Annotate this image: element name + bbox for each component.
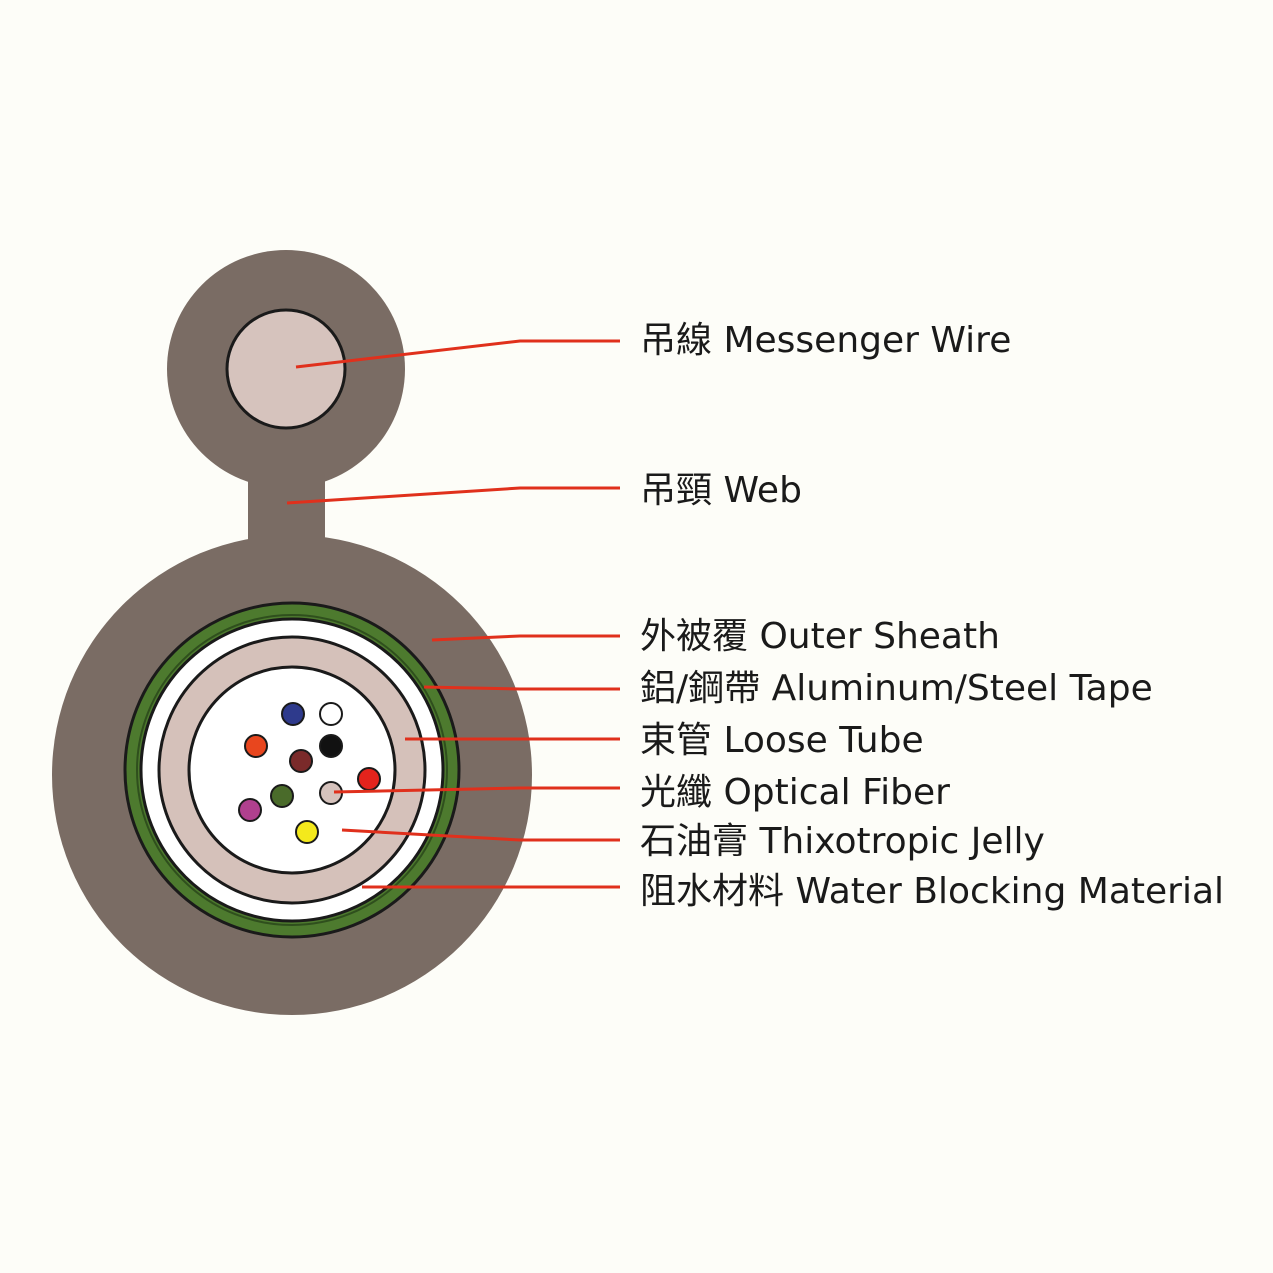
messenger-wire [225, 308, 347, 430]
fiber-blue [281, 702, 305, 726]
leader-line-jelly [341, 828, 620, 842]
label-tape: 鋁/鋼帶 Aluminum/Steel Tape [640, 668, 1153, 709]
fiber-yellow [295, 820, 319, 844]
labels: 吊線 Messenger Wire 吊頸 Web 外被覆 Outer Sheat… [640, 320, 1224, 912]
leader-lines [286, 339, 620, 889]
fiber-green [270, 784, 294, 808]
fiber-orange [244, 734, 268, 758]
label-jelly: 石油膏 Thixotropic Jelly [640, 821, 1045, 862]
leader-line-messenger-wire [295, 339, 620, 369]
fiber-red [357, 767, 381, 791]
leader-line-web [286, 486, 620, 505]
label-web: 吊頸 Web [640, 470, 802, 511]
thixotropic-jelly [187, 665, 397, 875]
tape-inner-line [136, 614, 448, 926]
fiber-white [319, 702, 343, 726]
leader-line-optical-fiber [333, 786, 620, 794]
label-outer-sheath: 外被覆 Outer Sheath [640, 616, 1000, 657]
fiber-violet [238, 798, 262, 822]
leader-line-outer-sheath [431, 634, 620, 642]
label-loose-tube: 束管 Loose Tube [640, 720, 924, 761]
label-messenger-wire: 吊線 Messenger Wire [640, 320, 1011, 361]
optical-fibers [238, 702, 381, 844]
fiber-black [319, 734, 343, 758]
label-optical-fiber: 光纖 Optical Fiber [640, 772, 950, 813]
label-water-blocking: 阻水材料 Water Blocking Material [640, 871, 1224, 912]
leader-line-tape [423, 685, 620, 691]
fiber-brown [289, 749, 313, 773]
